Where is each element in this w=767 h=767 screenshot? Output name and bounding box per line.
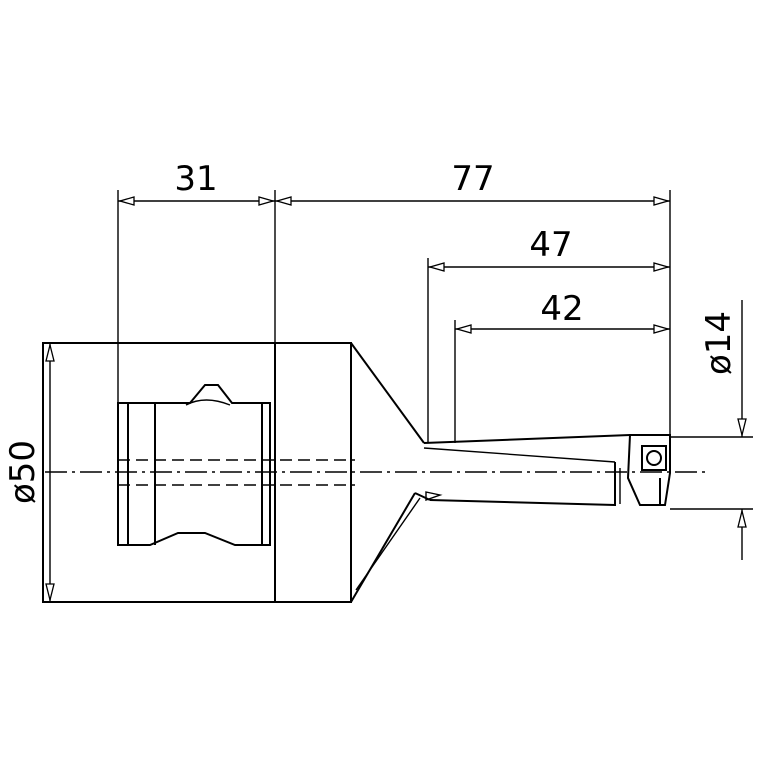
arrow-77-left [274,196,292,206]
bar-top-inner [423,447,616,463]
tool-body [42,342,355,603]
arrow-50-top [45,344,55,362]
dim-label-31: 31 [174,159,217,199]
clamp-notch [185,399,231,406]
arrow-14-bottom [737,510,747,528]
bar-top [423,434,631,444]
shank-outline [42,342,352,603]
taper-upper [350,342,425,444]
arrow-42-right [653,324,671,334]
dim-label-14: ø14 [699,311,739,375]
arrow-47-left [427,262,445,272]
arrow-31-left [117,196,135,206]
dim-label-77: 77 [451,159,494,199]
dimension-14: ø14 [670,300,753,560]
dimension-77: 77 [274,159,671,435]
insert-screw [646,450,662,466]
arrow-47-right [653,262,671,272]
dimension-47: 47 [427,225,671,443]
dimension-50: ø50 [3,343,55,602]
arrow-50-bottom [45,583,55,601]
insert [626,434,671,506]
dimension-31: 31 [117,159,276,403]
arrow-31-right [258,196,276,206]
taper-lower [350,492,416,603]
tool-neck [350,342,631,603]
dim-label-47: 47 [529,225,572,265]
arrow-42-left [454,324,472,334]
arrow-77-right [653,196,671,206]
taper-lower-inner [355,497,421,591]
arrow-14-top [737,418,747,436]
insert-square [641,445,667,471]
dimension-42: 42 [454,289,671,443]
coolant-mark [425,491,443,501]
clamp-outline [117,384,271,546]
dim-label-50: ø50 [3,440,43,504]
bar-bottom [429,499,616,506]
dim-label-42: 42 [540,289,583,329]
